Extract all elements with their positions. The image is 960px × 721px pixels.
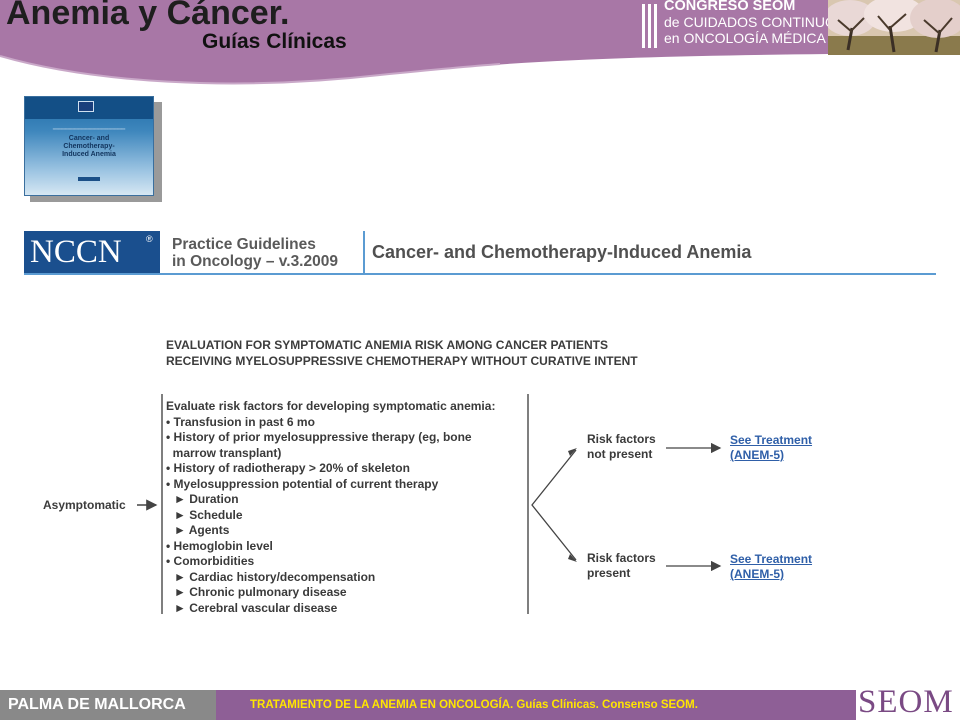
- see-treatment-link-2[interactable]: See Treatment (ANEM-5): [730, 552, 812, 582]
- footer-location: PALMA DE MALLORCA: [0, 690, 216, 720]
- outcome-not-present: Risk factors not present: [587, 432, 656, 462]
- risk-subitem: ► Schedule: [166, 508, 495, 524]
- risk-item: • Hemoglobin level: [166, 539, 495, 555]
- risk-subitem: ► Chronic pulmonary disease: [166, 585, 495, 601]
- outcome-present: Risk factors present: [587, 551, 656, 581]
- risk-item: • History of radiotherapy > 20% of skele…: [166, 461, 495, 477]
- risk-item: • Myelosuppression potential of current …: [166, 477, 495, 493]
- risk-subitem: ► Cerebral vascular disease: [166, 601, 495, 617]
- risk-factors-box: Evaluate risk factors for developing sym…: [166, 399, 495, 616]
- footer: PALMA DE MALLORCA TRATAMIENTO DE LA ANEM…: [0, 690, 960, 720]
- branch-lines: [532, 450, 576, 560]
- risk-item: marrow transplant): [166, 446, 495, 462]
- risk-intro: Evaluate risk factors for developing sym…: [166, 399, 495, 415]
- risk-item: • History of prior myelosuppressive ther…: [166, 430, 495, 446]
- risk-subitem: ► Duration: [166, 492, 495, 508]
- risk-item: • Transfusion in past 6 mo: [166, 415, 495, 431]
- see-treatment-link-1[interactable]: See Treatment (ANEM-5): [730, 433, 812, 463]
- risk-subitem: ► Agents: [166, 523, 495, 539]
- risk-subitem: ► Cardiac history/decompensation: [166, 570, 495, 586]
- footer-caption: TRATAMIENTO DE LA ANEMIA EN ONCOLOGÍA. G…: [216, 690, 856, 720]
- risk-item: • Comorbidities: [166, 554, 495, 570]
- seom-logo: SEOM: [856, 690, 960, 720]
